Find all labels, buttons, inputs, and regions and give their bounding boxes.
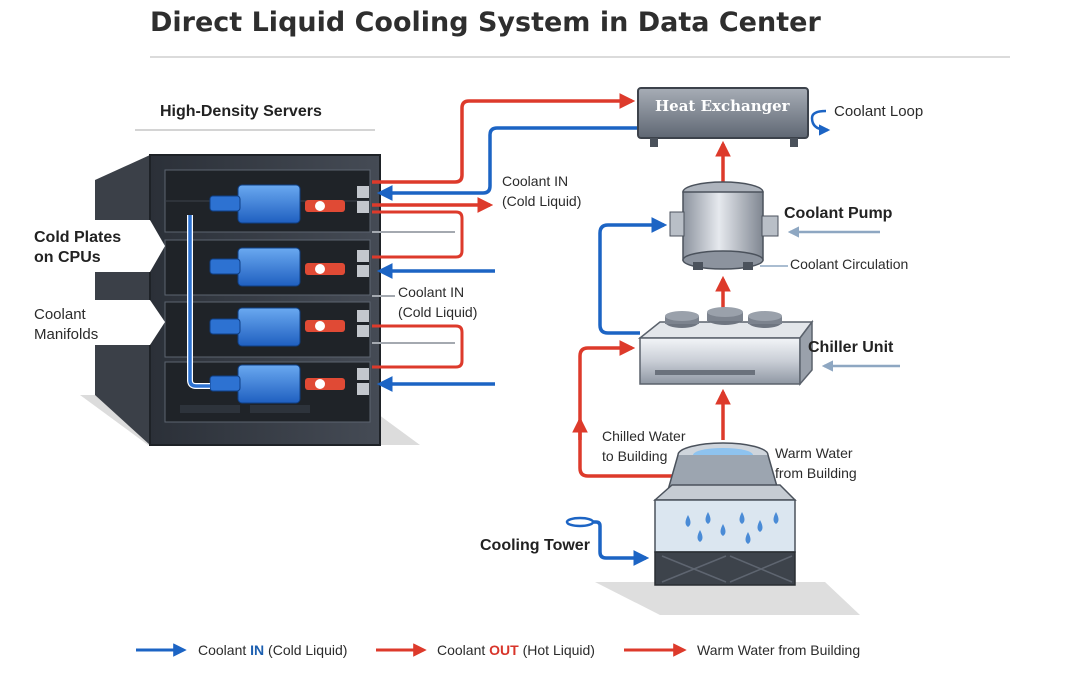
callout-manifolds-bg (20, 300, 165, 345)
chiller-to-pump-pipe (598, 217, 668, 335)
callout-manifolds-line2: Manifolds (34, 326, 98, 343)
heat-exchanger-body (637, 87, 809, 139)
port-bottom-4 (357, 383, 369, 395)
outlet-valve-4 (315, 379, 325, 389)
heat-exchanger-foot (650, 138, 658, 147)
legend: Coolant IN (Cold Liquid) Coolant OUT (Ho… (136, 642, 860, 658)
diagram-title: Direct Liquid Cooling System in Data Cen… (150, 7, 821, 38)
heat-exchanger-label: Heat Exchanger (655, 97, 791, 115)
heat-exchanger: Heat Exchanger (637, 87, 809, 147)
tower-inlet-pipe (593, 520, 650, 566)
port-top-3 (357, 310, 369, 322)
chiller-unit-label: Chiller Unit (808, 339, 894, 356)
port-top-1 (357, 186, 369, 198)
callout-cold-plates-bg (20, 220, 165, 272)
port-bottom-2 (357, 265, 369, 277)
tower-fill-section (654, 499, 796, 553)
pump-inlet (669, 211, 685, 237)
water-drop-icon (705, 512, 711, 524)
chilled-water-line2: to Building (602, 448, 667, 464)
hot-loop-1 (372, 210, 464, 259)
hot-loop-2 (372, 324, 464, 369)
cold-plate-4 (237, 364, 301, 404)
tower-base (654, 551, 796, 586)
coolant-pump (669, 181, 779, 270)
server-rack (80, 154, 420, 446)
pump-body (682, 191, 764, 261)
outlet-valve-2 (315, 264, 325, 274)
callout-cold-plates-line1: Cold Plates (34, 229, 121, 246)
heat-exchanger-foot (790, 138, 798, 147)
chiller-fan-top (665, 311, 699, 321)
coolant-circulation-label: Coolant Circulation (790, 256, 908, 272)
port-bottom-3 (357, 325, 369, 337)
water-drop-icon (685, 515, 691, 527)
coolant-loop-label: Coolant Loop (834, 103, 923, 120)
cooling-tower (595, 442, 860, 615)
server-unit-2 (164, 239, 371, 296)
pump-foot (743, 262, 753, 270)
server-unit-4 (164, 361, 371, 423)
water-drop-icon (697, 530, 703, 542)
pump-outlet (761, 215, 779, 237)
water-drop-icon (773, 512, 779, 524)
drive-bay (180, 405, 240, 413)
callout-manifolds-line1: Coolant (34, 306, 87, 323)
callout-cold-plates-line2: on CPUs (34, 249, 101, 266)
cold-plate-3 (237, 307, 301, 347)
port-top-2 (357, 250, 369, 262)
outlet-valve-3 (315, 321, 325, 331)
cooling-tower-label: Cooling Tower (480, 537, 590, 554)
legend-coolant-out: Coolant OUT (Hot Liquid) (437, 642, 595, 658)
cpu-connector-2 (209, 258, 241, 275)
coolant-in-mid-line2: (Cold Liquid) (398, 304, 477, 320)
outlet-valve-1 (315, 201, 325, 211)
port-bottom-1 (357, 201, 369, 213)
cpu-connector-3 (209, 318, 241, 335)
warm-water-line2: from Building (775, 465, 857, 481)
chiller-unit (637, 307, 814, 387)
port-top-4 (357, 368, 369, 380)
cpu-connector-4 (209, 375, 241, 392)
cpu-connector-1 (209, 195, 241, 212)
server-unit-3 (164, 301, 371, 358)
chiller-fan-top (748, 311, 782, 321)
tower-shadow (595, 582, 860, 615)
hot-pipe-to-heat-exchanger (372, 93, 636, 184)
coolant-pump-label: Coolant Pump (784, 205, 893, 222)
water-drop-icon (745, 532, 751, 544)
chilled-water-line1: Chilled Water (602, 428, 686, 444)
cold-pipe-from-heat-exchanger (376, 126, 640, 201)
tower-roof (653, 484, 797, 501)
chiller-side (799, 319, 813, 387)
coolant-in-mid-line1: Coolant IN (398, 284, 464, 300)
chilled-water-pipe (578, 340, 676, 478)
coolant-loop-arrow (810, 109, 831, 136)
chiller-body (639, 337, 801, 385)
coolant-manifold (188, 215, 210, 388)
cold-plate-2 (237, 247, 301, 287)
drive-bay (250, 405, 310, 413)
water-drop-icon (720, 524, 726, 536)
water-drop-icon (757, 520, 763, 532)
pump-foot (693, 262, 703, 270)
coolant-in-top-line1: Coolant IN (502, 173, 568, 189)
server-section-label: High-Density Servers (160, 103, 322, 120)
legend-warm-water: Warm Water from Building (697, 642, 860, 658)
tower-base-louvers (661, 555, 793, 583)
chiller-vent (655, 370, 755, 375)
cold-plate-1 (237, 184, 301, 224)
legend-coolant-in: Coolant IN (Cold Liquid) (198, 642, 347, 658)
water-drop-icon (739, 512, 745, 524)
coolant-in-top-line2: (Cold Liquid) (502, 193, 581, 209)
warm-water-line1: Warm Water (775, 445, 853, 461)
tower-inlet-nozzle (565, 516, 595, 528)
chiller-fan-top (707, 307, 743, 317)
server-unit-1 (164, 169, 371, 233)
